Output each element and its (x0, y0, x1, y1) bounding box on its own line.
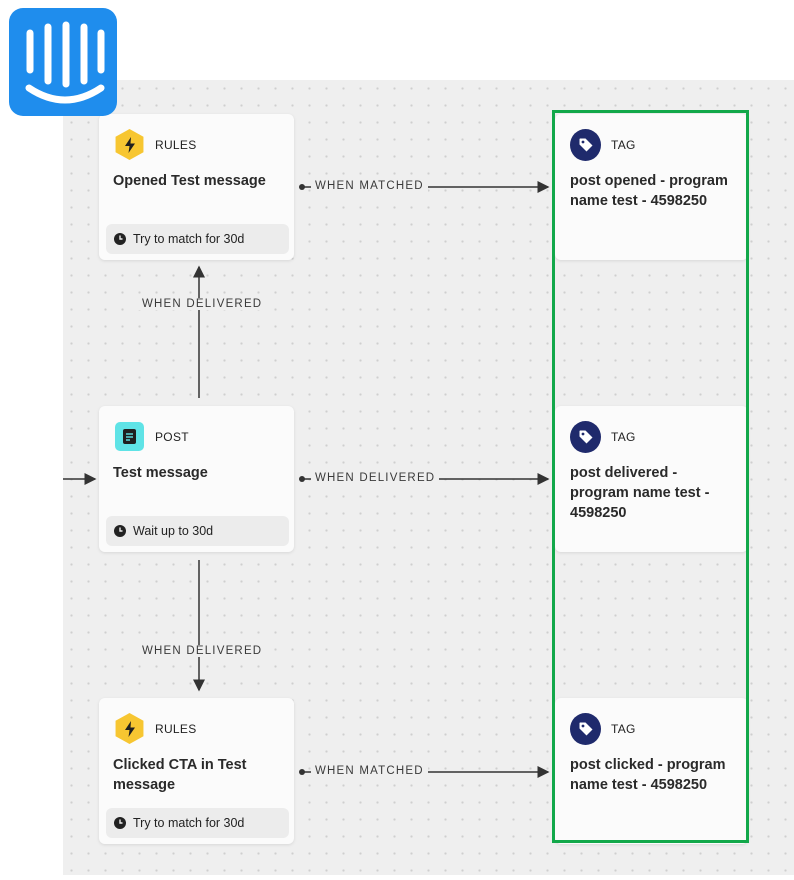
node-type-label: RULES (155, 721, 197, 736)
edge-label-when-delivered: WHEN DELIVERED (311, 472, 440, 484)
post-node[interactable]: POST Test message Wait up to 30d (99, 406, 294, 552)
node-type-label: POST (155, 429, 189, 444)
tag-name: post clicked - program name test - 45982… (570, 757, 726, 793)
edge-label-when-matched: WHEN MATCHED (311, 180, 428, 192)
node-title: Clicked CTA in Test message (113, 757, 247, 793)
clock-icon (114, 817, 126, 829)
edge-label-when-delivered: WHEN DELIVERED (138, 645, 267, 657)
tag-name: post delivered - program name test - 459… (570, 465, 710, 521)
tag-node-opened[interactable]: TAG post opened - program name test - 45… (555, 114, 748, 260)
lightning-icon (114, 713, 145, 744)
node-type-label: RULES (155, 137, 197, 152)
match-duration-badge[interactable]: Try to match for 30d (106, 224, 289, 254)
node-type-label: TAG (611, 721, 636, 736)
node-title: Opened Test message (113, 173, 266, 189)
intercom-logo (9, 8, 117, 116)
tag-icon (570, 128, 601, 161)
edge-label-when-delivered: WHEN DELIVERED (138, 298, 267, 310)
match-duration-text: Try to match for 30d (133, 232, 245, 246)
node-type-label: TAG (611, 137, 636, 152)
rules-node-clicked[interactable]: RULES Clicked CTA in Test message Try to… (99, 698, 294, 844)
clock-icon (114, 233, 126, 245)
document-icon (114, 421, 145, 452)
node-title: Test message (113, 465, 208, 481)
clock-icon (114, 525, 126, 537)
lightning-icon (114, 129, 145, 160)
tag-icon (570, 420, 601, 453)
tag-name: post opened - program name test - 459825… (570, 173, 728, 209)
tag-node-delivered[interactable]: TAG post delivered - program name test -… (555, 406, 748, 552)
match-duration-text: Try to match for 30d (133, 816, 245, 830)
node-type-label: TAG (611, 429, 636, 444)
edge-label-when-matched: WHEN MATCHED (311, 765, 428, 777)
tag-node-clicked[interactable]: TAG post clicked - program name test - 4… (555, 698, 748, 844)
match-duration-badge[interactable]: Try to match for 30d (106, 808, 289, 838)
wait-duration-text: Wait up to 30d (133, 524, 214, 538)
tag-icon (570, 712, 601, 745)
wait-duration-badge[interactable]: Wait up to 30d (106, 516, 289, 546)
rules-node-opened[interactable]: RULES Opened Test message Try to match f… (99, 114, 294, 260)
